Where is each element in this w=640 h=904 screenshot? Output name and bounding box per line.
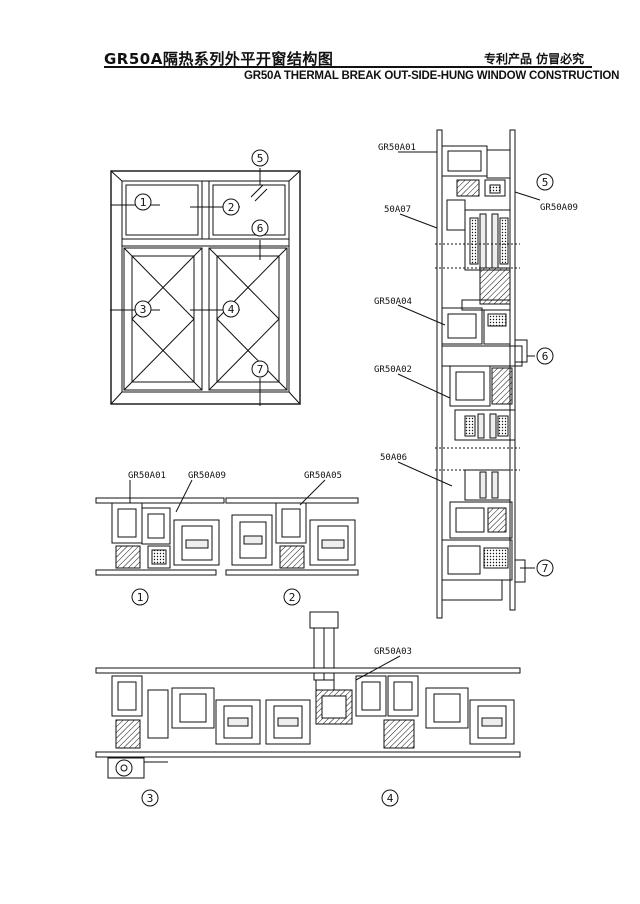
elevation-marker-2: 2 [228,201,235,214]
vertical-section [397,129,554,619]
section-marker-1: 1 [137,591,144,604]
sash-left [123,247,203,391]
label-gr50a09-h: GR50A09 [188,471,226,481]
window-elevation [110,149,301,406]
label-gr50a01-v: GR50A01 [378,143,416,153]
label-gr50a05: GR50A05 [304,471,342,481]
vsec-marker-5: 5 [542,176,549,189]
elevation-marker-3: 3 [140,303,147,316]
vsec-marker-6: 6 [542,350,549,363]
drawing-title: GR50A隔热系列外平开窗结构图 [104,50,334,68]
vsec-marker-7: 7 [542,562,549,575]
sash-right [208,247,288,391]
elevation-marker-6: 6 [257,222,264,235]
label-50a07: 50A07 [384,205,411,215]
section-3-4 [95,611,521,807]
title-rule [104,66,592,68]
section-1-2 [95,479,359,606]
label-gr50a03: GR50A03 [374,647,412,657]
frame-outer [110,170,301,405]
label-gr50a02: GR50A02 [374,365,412,375]
elevation-marker-7: 7 [257,363,264,376]
frame-inner [121,180,290,393]
drawing-subtitle: GR50A THERMAL BREAK OUT-SIDE-HUNG WINDOW… [244,70,620,82]
section-marker-4: 4 [387,792,394,805]
section-marker-3: 3 [147,792,154,805]
elevation-marker-4: 4 [228,303,235,316]
label-50a06: 50A06 [380,453,407,463]
section-marker-2: 2 [289,591,296,604]
label-gr50a04: GR50A04 [374,297,412,307]
label-gr50a01-h: GR50A01 [128,471,166,481]
patent-notice: 专利产品 仿冒必究 [484,52,585,66]
label-gr50a09-v: GR50A09 [540,203,578,213]
elevation-marker-5: 5 [257,152,264,165]
elevation-marker-1: 1 [140,196,147,209]
